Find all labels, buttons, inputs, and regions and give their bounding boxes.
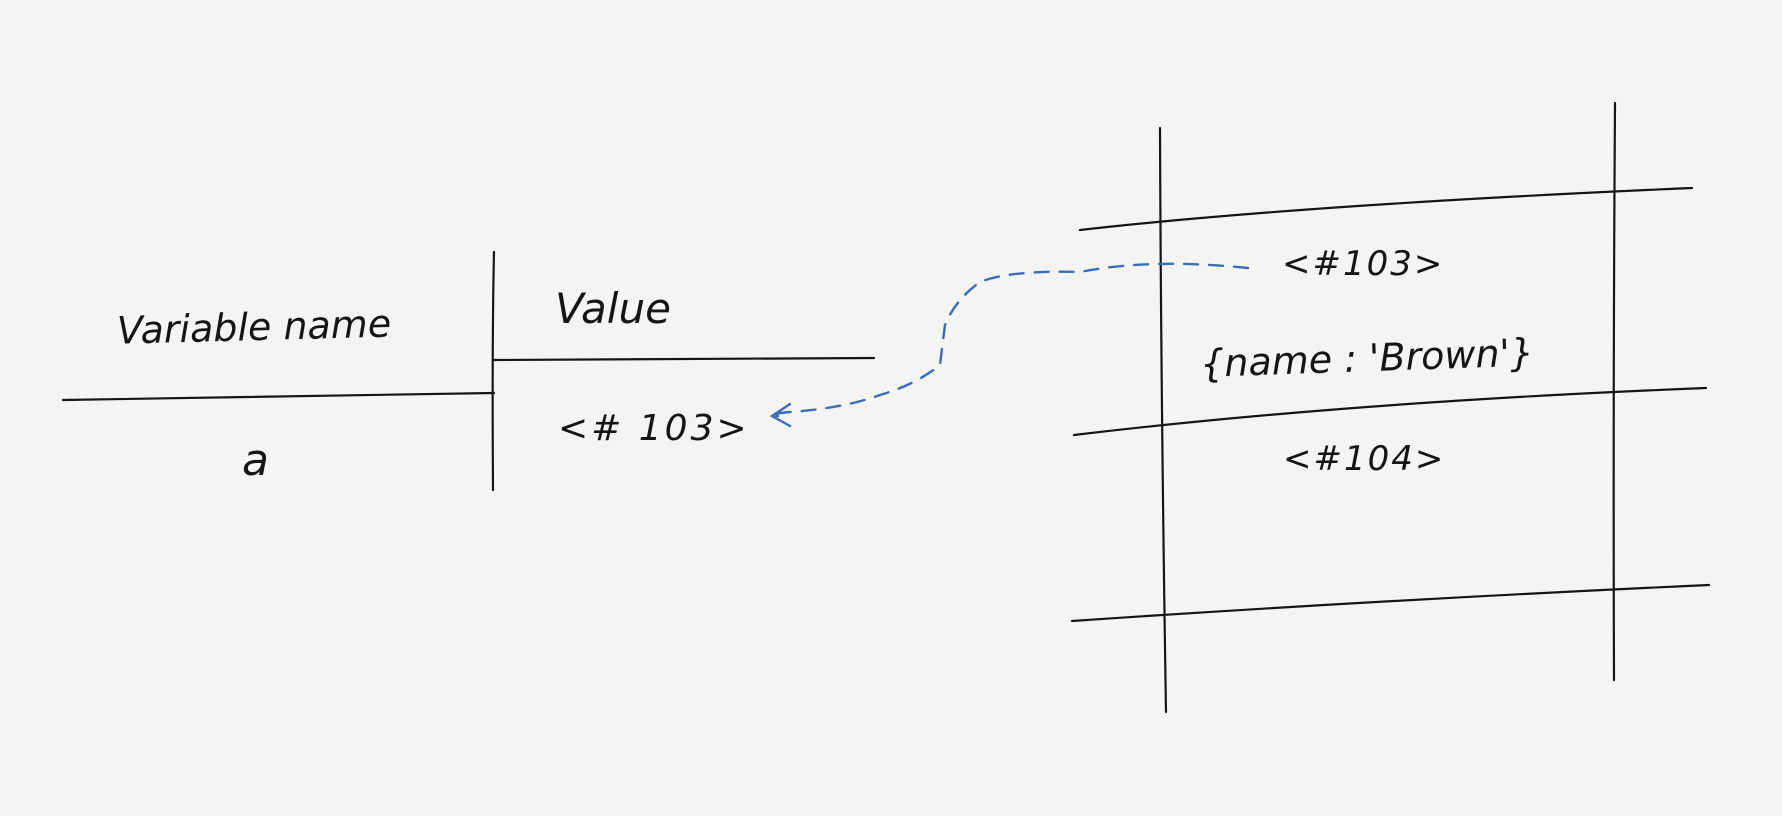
pointer-arrow [769,262,1250,428]
variable-table-vertical-divider [491,250,496,492]
memory-table [1070,101,1711,714]
variable-name-header: Variable name [116,302,391,353]
variable-table [61,250,876,492]
variable-table-header-rule-right [492,356,876,362]
pointer-arrowhead [769,402,792,428]
memory-table-rule-3 [1070,583,1711,623]
variable-value-cell: <# 103> [558,408,750,449]
memory-cell-content-103: {name : 'Brown'} [1199,330,1534,386]
variable-name-cell: a [242,435,269,486]
memory-table-right-border [1612,101,1617,682]
variable-table-header-rule-left [61,391,496,402]
memory-cell-address-104: <#104> [1283,439,1445,479]
memory-table-rule-1 [1078,186,1694,232]
memory-table-left-border [1158,126,1168,714]
value-header: Value [555,284,671,333]
memory-cell-address-103: <#103> [1282,244,1444,284]
pointer-arrow-path [770,262,1250,418]
memory-table-rule-2 [1072,386,1708,437]
